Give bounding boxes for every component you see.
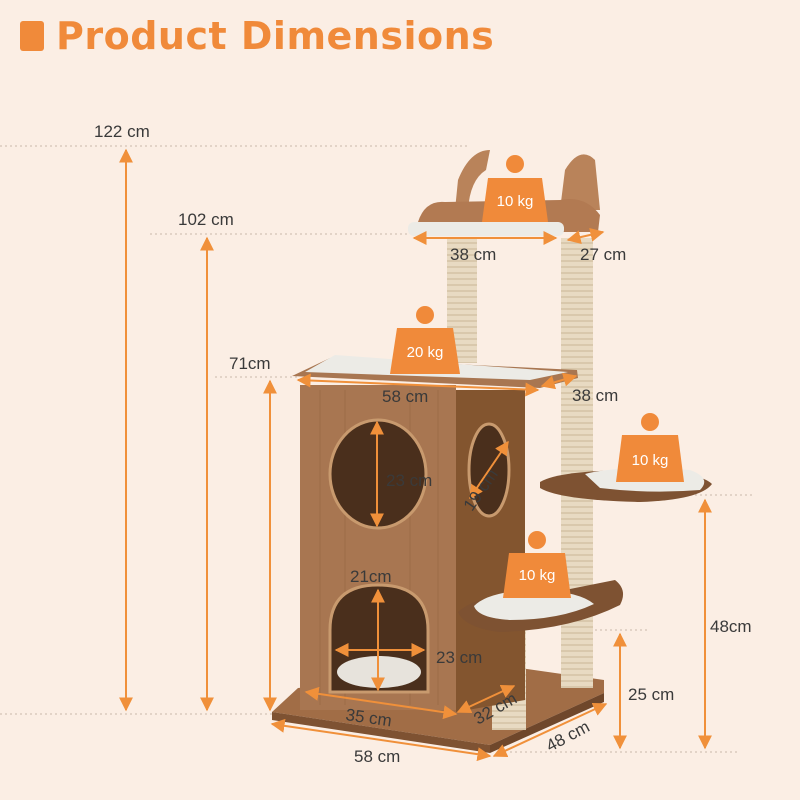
page-title: Product Dimensions (56, 14, 495, 58)
top-perch-ear-right (560, 154, 600, 210)
weight-badge-low: 10 kg (503, 531, 571, 598)
lower-opening-height-label: 23 cm (436, 648, 482, 667)
svg-text:20 kg: 20 kg (407, 344, 444, 361)
weight-badge-right: 10 kg (616, 413, 684, 482)
top-perch-depth-label: 27 cm (580, 245, 626, 264)
height-right-perch-label: 48cm (710, 617, 752, 636)
weight-badge-house: 20 kg (390, 306, 460, 374)
top-perch-ear-left (455, 150, 490, 210)
height-total-label: 122 cm (94, 122, 150, 141)
weight-badge-top: 10 kg (482, 155, 548, 222)
title-accent-square (20, 21, 44, 51)
height-top-perch-label: 102 cm (178, 210, 234, 229)
title-block: Product Dimensions (20, 14, 494, 58)
svg-text:10 kg: 10 kg (632, 452, 669, 469)
house-width-label: 58 cm (382, 387, 428, 406)
top-perch-width-label: 38 cm (450, 245, 496, 264)
svg-text:10 kg: 10 kg (497, 193, 534, 210)
top-perch-cushion (408, 222, 564, 236)
lower-opening-width-label: 21cm (350, 567, 392, 586)
upper-opening-height-label: 23 cm (386, 471, 432, 490)
base-width-label: 58 cm (354, 747, 400, 766)
house-depth-label: 38 cm (572, 386, 618, 405)
dimension-arrows (119, 148, 712, 762)
svg-text:10 kg: 10 kg (519, 567, 556, 584)
height-low-perch-label: 25 cm (628, 685, 674, 704)
height-house-label: 71cm (229, 354, 271, 373)
